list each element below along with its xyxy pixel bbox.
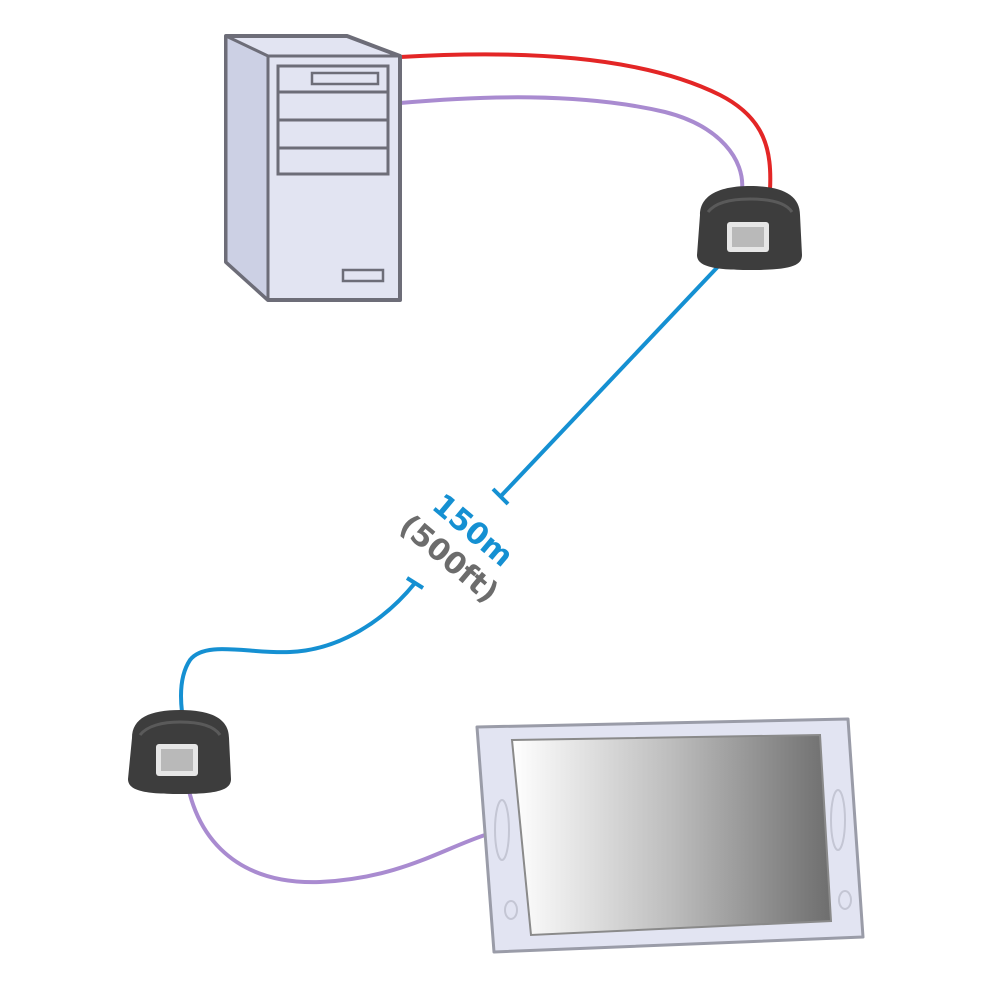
distance-label: 150m (500ft) [392, 487, 519, 610]
red-cable [399, 52, 773, 191]
extender-transmitter-icon [697, 186, 802, 270]
purple-cable-top [399, 95, 745, 191]
blue-cable-lower [179, 581, 417, 713]
blue-cable-upper-endcap [491, 487, 510, 506]
monitor-icon [475, 717, 865, 954]
extender-receiver-icon [128, 710, 231, 794]
blue-cable-lower-endcap [405, 576, 425, 590]
blue-cable-upper [498, 236, 747, 499]
purple-cable-bottom [183, 764, 486, 885]
pc-tower-icon [224, 34, 402, 302]
